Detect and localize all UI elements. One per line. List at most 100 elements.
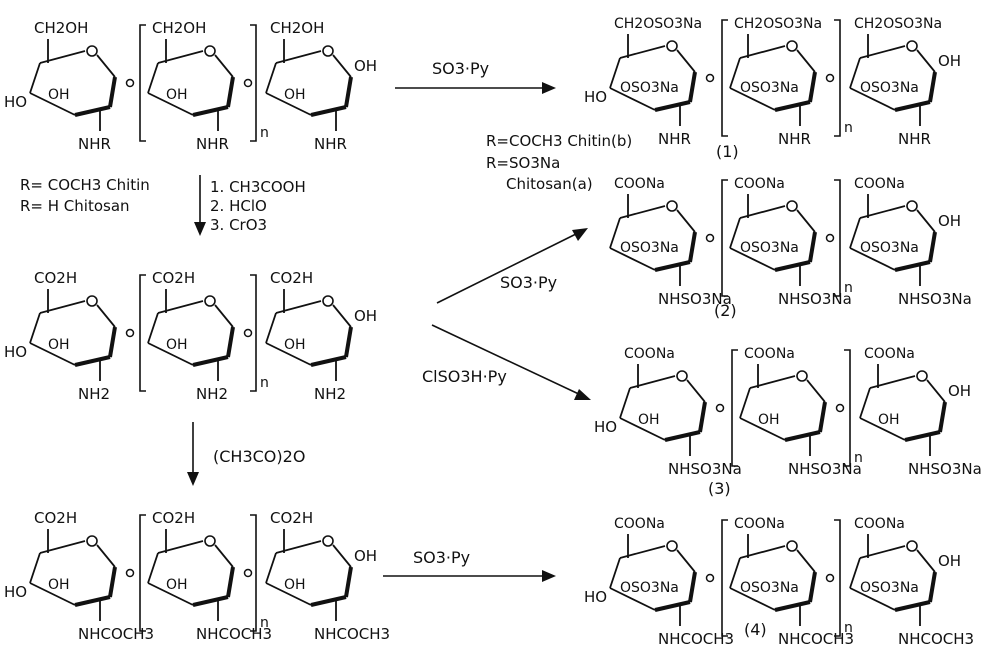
p1-bottom-3: NHR [898, 130, 931, 148]
p3-number: (3) [708, 479, 731, 498]
p4-top-2: COONa [734, 516, 785, 532]
p1-glycosidic-o-1 [705, 73, 715, 83]
p2-brackets: n [721, 179, 853, 297]
start-side-ho: HO [4, 93, 27, 111]
p2-end-oh: OH [938, 212, 961, 230]
p3-top-2: COONa [744, 346, 795, 362]
start-bottom-1: NHR [78, 135, 111, 153]
repeat-n: n [844, 280, 853, 296]
p2-glycosidic-o-1 [705, 233, 715, 243]
start-ring-1 [29, 39, 117, 131]
p4-bottom-3: NHCOCH3 [898, 630, 974, 648]
oxidized-end-oh: OH [354, 307, 377, 325]
p2-bottom-3: NHSO3Na [898, 290, 972, 308]
acetylated-bottom-1: NHCOCH3 [78, 625, 154, 643]
p2-ring-oso3-1: OSO3Na [620, 240, 679, 256]
p1-number: (1) [716, 142, 739, 161]
arrow-b-label: SO3·Py [500, 273, 557, 292]
repeat-n: n [844, 620, 853, 636]
acetylated-ring-3 [265, 529, 353, 621]
p4-ring-1 [609, 534, 697, 626]
acetylated-bottom-2: NHCOCH3 [196, 625, 272, 643]
p3-side-ho: HO [594, 418, 617, 436]
p3-ring-oh-2: OH [758, 412, 780, 428]
arrow-c [431, 324, 591, 400]
p3-brackets: n [731, 349, 863, 467]
p1-ring-oso3-3: OSO3Na [860, 80, 919, 96]
p1-ring-2 [729, 34, 817, 126]
p4-bottom-2: NHCOCH3 [778, 630, 854, 648]
start-ring-3 [265, 39, 353, 131]
acetylated-end-oh: OH [354, 547, 377, 565]
p3-top-3: COONa [864, 346, 915, 362]
p1-bottom-2: NHR [778, 130, 811, 148]
acetylated-ring-oh-2: OH [166, 577, 188, 593]
p3-end-oh: OH [948, 382, 971, 400]
p3-bottom-2: NHSO3Na [788, 460, 862, 478]
arrow-down-1 [194, 175, 206, 236]
start-ring-oh-3: OH [284, 87, 306, 103]
arrow-d [383, 570, 556, 582]
p2-ring-oso3-3: OSO3Na [860, 240, 919, 256]
start-legend-chitin: R= COCH3 Chitin [20, 176, 150, 194]
p2-top-1: COONa [614, 176, 665, 192]
p4-top-1: COONa [614, 516, 665, 532]
p2-bottom-1: NHSO3Na [658, 290, 732, 308]
repeat-n: n [260, 125, 269, 141]
oxidized-ring-oh-3: OH [284, 337, 306, 353]
p1-ring-oso3-1: OSO3Na [620, 80, 679, 96]
oxidized-brackets: n [139, 274, 269, 392]
start-top-1: CH2OH [34, 19, 88, 37]
acetylated-top-1: CO2H [34, 509, 77, 527]
step1-reagent-3: 3. CrO3 [210, 216, 267, 234]
p3-ring-2 [739, 364, 827, 456]
p1-ring-1 [609, 34, 697, 126]
p1-side-ho: HO [584, 88, 607, 106]
p4-ring-oso3-1: OSO3Na [620, 580, 679, 596]
oxidized-glycosidic-o-2 [243, 328, 253, 338]
p4-molecule: COONaNHCOCH3OSO3NaCOONaNHCOCH3OSO3NaCOON… [584, 516, 974, 648]
repeat-n: n [260, 615, 269, 631]
p1-molecule: CH2OSO3NaNHROSO3NaCH2OSO3NaNHROSO3NaCH2O… [584, 16, 961, 148]
p4-number: (4) [744, 620, 767, 639]
oxidized-bottom-2: NH2 [196, 385, 228, 403]
arrow-d-label: SO3·Py [413, 548, 470, 567]
repeat-n: n [854, 450, 863, 466]
oxidized-ring-2 [147, 289, 235, 381]
acetylated-ring-1 [29, 529, 117, 621]
p4-glycosidic-o-1 [705, 573, 715, 583]
start-glycosidic-o-1 [125, 78, 135, 88]
oxidized-ring-oh-1: OH [48, 337, 70, 353]
p3-ring-oh-1: OH [638, 412, 660, 428]
p4-bottom-1: NHCOCH3 [658, 630, 734, 648]
p2-ring-1 [609, 194, 697, 286]
start-top-2: CH2OH [152, 19, 206, 37]
p1-ring-oso3-2: OSO3Na [740, 80, 799, 96]
start-ring-oh-2: OH [166, 87, 188, 103]
arrow-b [436, 228, 588, 304]
p3-molecule: COONaNHSO3NaOHCOONaNHSO3NaOHCOONaNHSO3Na… [594, 346, 982, 478]
p3-ring-1 [619, 364, 707, 456]
p1-brackets: n [721, 19, 853, 137]
arrow-a-label: SO3·Py [432, 59, 489, 78]
p1-ring-3 [849, 34, 937, 126]
acetylated-ring-2 [147, 529, 235, 621]
p4-ring-oso3-2: OSO3Na [740, 580, 799, 596]
oxidized-top-2: CO2H [152, 269, 195, 287]
p2-ring-3 [849, 194, 937, 286]
p4-glycosidic-o-2 [825, 573, 835, 583]
p4-ring-2 [729, 534, 817, 626]
p1-legend-chitin: R=COCH3 Chitin(b) [486, 132, 632, 150]
p3-ring-oh-3: OH [878, 412, 900, 428]
p3-ring-3 [859, 364, 947, 456]
p2-top-2: COONa [734, 176, 785, 192]
arrow-a [395, 82, 556, 94]
oxidized-side-ho: HO [4, 343, 27, 361]
p3-top-1: COONa [624, 346, 675, 362]
p2-ring-2 [729, 194, 817, 286]
p3-glycosidic-o-2 [835, 403, 845, 413]
p2-glycosidic-o-2 [825, 233, 835, 243]
start-glycosidic-o-2 [243, 78, 253, 88]
